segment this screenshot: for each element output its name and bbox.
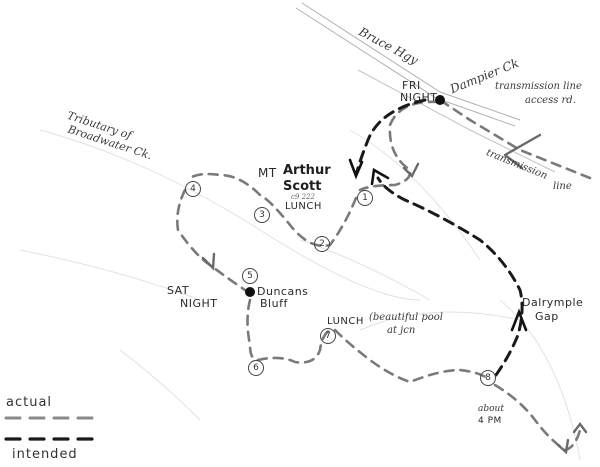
access-road-label-line1: transmission line [495, 81, 582, 92]
fri-night-camp-marker [435, 95, 445, 105]
dalrymple-gap-label-line2: Gap [535, 310, 559, 323]
transmission-line-label-word2: line [553, 181, 572, 192]
transmission-line [357, 69, 556, 173]
sat-night-label-line2: NIGHT [180, 297, 218, 310]
sat-night-label-line1: SAT [167, 284, 190, 297]
waypoint-3: 3 [254, 207, 270, 223]
lunch-label-1: LUNCH [285, 201, 322, 212]
access-road-label-line2: access rd. [525, 95, 576, 106]
dalrymple-gap-label-line1: Dalrymple [522, 296, 584, 309]
time-note-line2: 4 PM [478, 416, 502, 426]
lunch-2-note-line1: (beautiful pool [369, 312, 443, 323]
intended-route-arrows [348, 158, 528, 332]
waypoint-7: 7 [320, 328, 336, 344]
waypoint-2: 2 [314, 236, 330, 252]
waypoint-1: 1 [357, 190, 373, 206]
duncans-bluff-label-line2: Bluff [260, 297, 288, 310]
lunch-2-note-line2: at jcn [387, 325, 416, 336]
lunch-label-2: LUNCH [327, 316, 364, 327]
sat-night-camp-marker [245, 287, 255, 297]
mt-elevation: c9 222 [291, 193, 315, 201]
fri-night-label-line1: FRI [402, 79, 421, 92]
actual-route [176, 98, 592, 452]
duncans-bluff-label-line1: Duncans [257, 285, 309, 298]
waypoint-8: 8 [480, 370, 496, 386]
legend-actual-label: actual [6, 395, 53, 410]
intended-route [354, 98, 524, 377]
time-note-line1: about [478, 404, 504, 414]
waypoint-6: 6 [248, 360, 264, 376]
waypoint-4: 4 [185, 181, 201, 197]
legend-intended-label: intended [12, 447, 78, 462]
mt-scott-name: Scott [283, 179, 322, 194]
mt-arthur-name: Arthur [283, 163, 331, 178]
waypoint-5: 5 [242, 268, 258, 284]
actual-route-arrows [201, 133, 588, 455]
fri-night-label-line2: NIGHT [400, 91, 438, 104]
mt-arthur-prefix: MT [258, 166, 277, 180]
